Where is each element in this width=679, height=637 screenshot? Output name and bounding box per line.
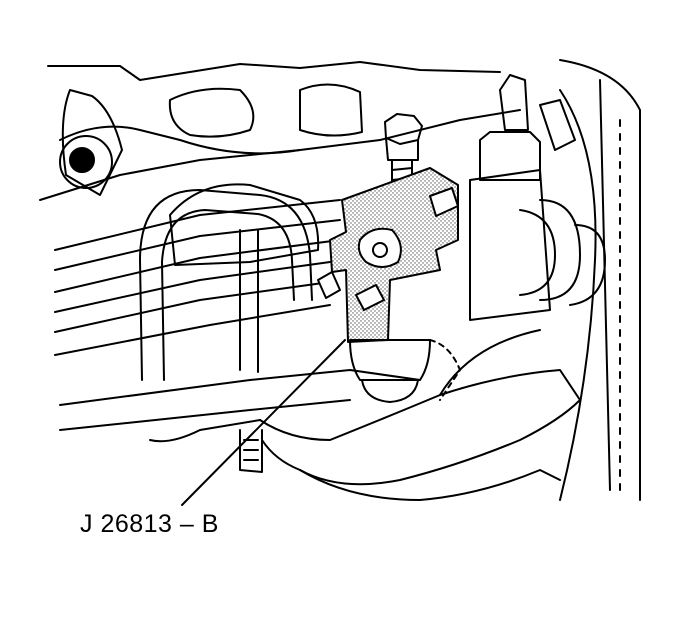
axle-beam: [59, 369, 421, 473]
round-mount: [59, 89, 123, 196]
tool-callout-label: J 26813 – B: [80, 510, 219, 538]
lower-control-arm: [259, 329, 581, 501]
right-frame: [539, 59, 641, 501]
upper-frame-outline: [47, 61, 501, 81]
u-bolt: [139, 183, 320, 381]
tie-rod-end: [469, 74, 606, 321]
tool-bracket: [317, 167, 459, 343]
callout-leader-line: [181, 339, 346, 506]
leaf-spring: [54, 199, 341, 356]
ball-joint: [349, 339, 461, 403]
